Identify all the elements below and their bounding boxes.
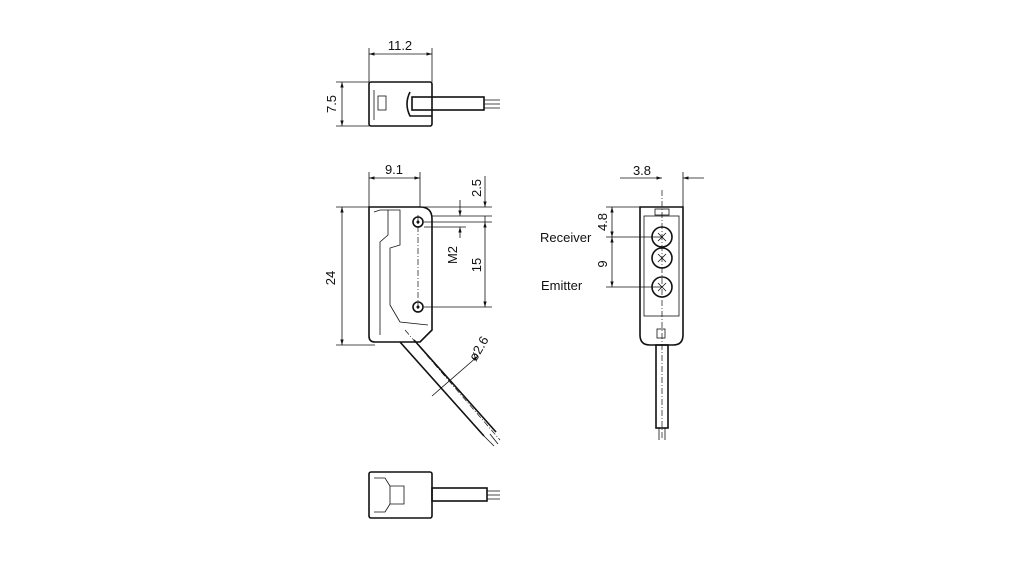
receiver-label: Receiver bbox=[540, 230, 592, 245]
side-view: ø2.6 9.1 24 M2 2.5 15 bbox=[323, 162, 501, 447]
side-view-body bbox=[368, 206, 433, 343]
front-view: 3.8 4.8 9 Receiver Emitter bbox=[540, 163, 704, 440]
emitter-label: Emitter bbox=[541, 278, 583, 293]
offset-dim: 2.5 bbox=[469, 179, 484, 197]
emitter-spacing-dim: 9 bbox=[595, 260, 610, 267]
side-width-dim: 9.1 bbox=[385, 162, 403, 177]
bottom-view bbox=[368, 471, 500, 519]
thread-label: M2 bbox=[445, 246, 460, 264]
depth-dim: 3.8 bbox=[633, 163, 651, 178]
side-height-dim: 24 bbox=[323, 271, 338, 285]
front-view-cable bbox=[655, 344, 669, 429]
front-view-body bbox=[639, 206, 684, 346]
top-width-dim: 11.2 bbox=[388, 38, 412, 53]
top-height-dim: 7.5 bbox=[324, 95, 339, 113]
receiver-offset-dim: 4.8 bbox=[595, 213, 610, 231]
side-view-cable bbox=[399, 339, 497, 437]
bottom-view-cable bbox=[431, 487, 488, 502]
hole-spacing-dim: 15 bbox=[469, 258, 484, 272]
top-view: 11.2 7.5 bbox=[324, 38, 500, 127]
bottom-view-body bbox=[368, 471, 433, 519]
top-view-cable bbox=[411, 96, 485, 111]
cable-diameter-dim: ø2.6 bbox=[466, 333, 492, 363]
top-view-body bbox=[368, 81, 433, 127]
